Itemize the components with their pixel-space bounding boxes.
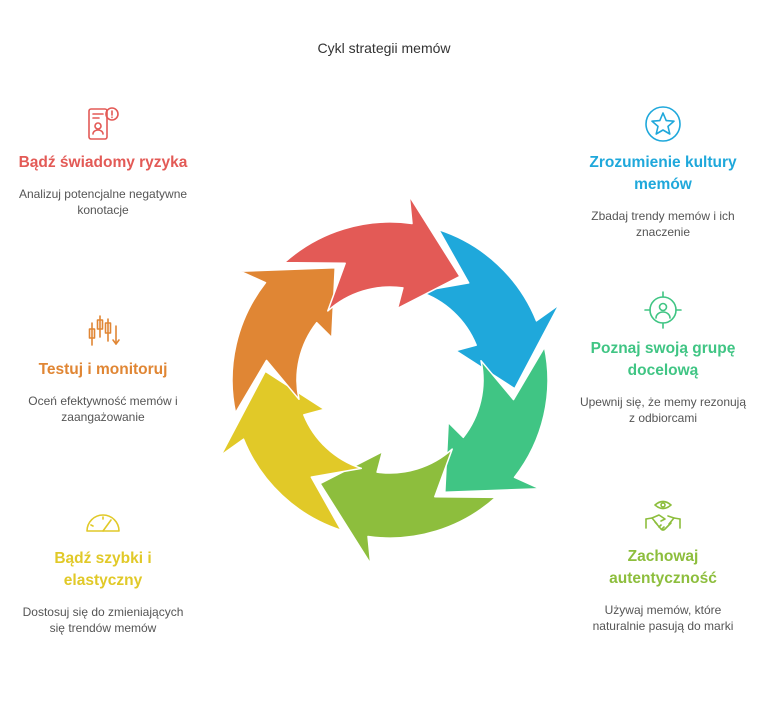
- step-risk-description: Analizuj potencjalne negatywne konotacje: [18, 187, 188, 217]
- step-authentic-title: Zachowaj autentyczność: [609, 548, 717, 587]
- step-fast-description: Dostosuj się do zmieniających się trendó…: [22, 605, 184, 635]
- step-audience: Poznaj swoją grupę docelową Upewnij się,…: [578, 290, 748, 426]
- cycle-diagram: [220, 195, 560, 565]
- step-authentic-description: Używaj memów, które naturalnie pasują do…: [592, 603, 734, 633]
- step-risk-title: Bądź świadomy ryzyka: [18, 154, 188, 171]
- candlestick-chart-icon: [88, 315, 120, 346]
- target-person-icon: [644, 291, 682, 329]
- step-test-title: Testuj i monitoruj: [38, 361, 168, 378]
- step-culture: Zrozumienie kultury memów Zbadaj trendy …: [578, 104, 748, 240]
- step-test-description: Oceń efektywność memów i zaangażowanie: [28, 394, 178, 424]
- diagram-title: Cykl strategii memów: [317, 40, 451, 56]
- step-risk: Bądź świadomy ryzyka Analizuj potencjaln…: [18, 104, 188, 218]
- cycle-arrow-yellow: [220, 370, 363, 532]
- cycle-arrow-blue: [417, 228, 560, 390]
- step-culture-title: Zrozumienie kultury memów: [589, 154, 737, 193]
- step-fast-title: Bądź szybki i elastyczny: [54, 550, 152, 589]
- phone-alert-icon: [88, 107, 119, 140]
- step-audience-title: Poznaj swoją grupę docelową: [590, 340, 736, 379]
- cycle-arrow-orange: [231, 266, 336, 414]
- step-audience-description: Upewnij się, że memy rezonują z odbiorca…: [579, 395, 747, 425]
- star-icon: [645, 106, 681, 142]
- cycle-arrow-green: [444, 346, 549, 494]
- step-authentic: Zachowaj autentyczność Używaj memów, któ…: [578, 498, 748, 634]
- step-test: Testuj i monitoruj Oceń efektywność memó…: [18, 311, 188, 425]
- cycle-arrow-red: [283, 195, 461, 312]
- speedometer-icon: [86, 514, 120, 532]
- step-culture-description: Zbadaj trendy memów i ich znaczenie: [591, 209, 735, 239]
- handshake-eye-icon: [645, 500, 681, 531]
- cycle-arrow-lime: [319, 448, 497, 565]
- step-fast: Bądź szybki i elastyczny Dostosuj się do…: [18, 500, 188, 636]
